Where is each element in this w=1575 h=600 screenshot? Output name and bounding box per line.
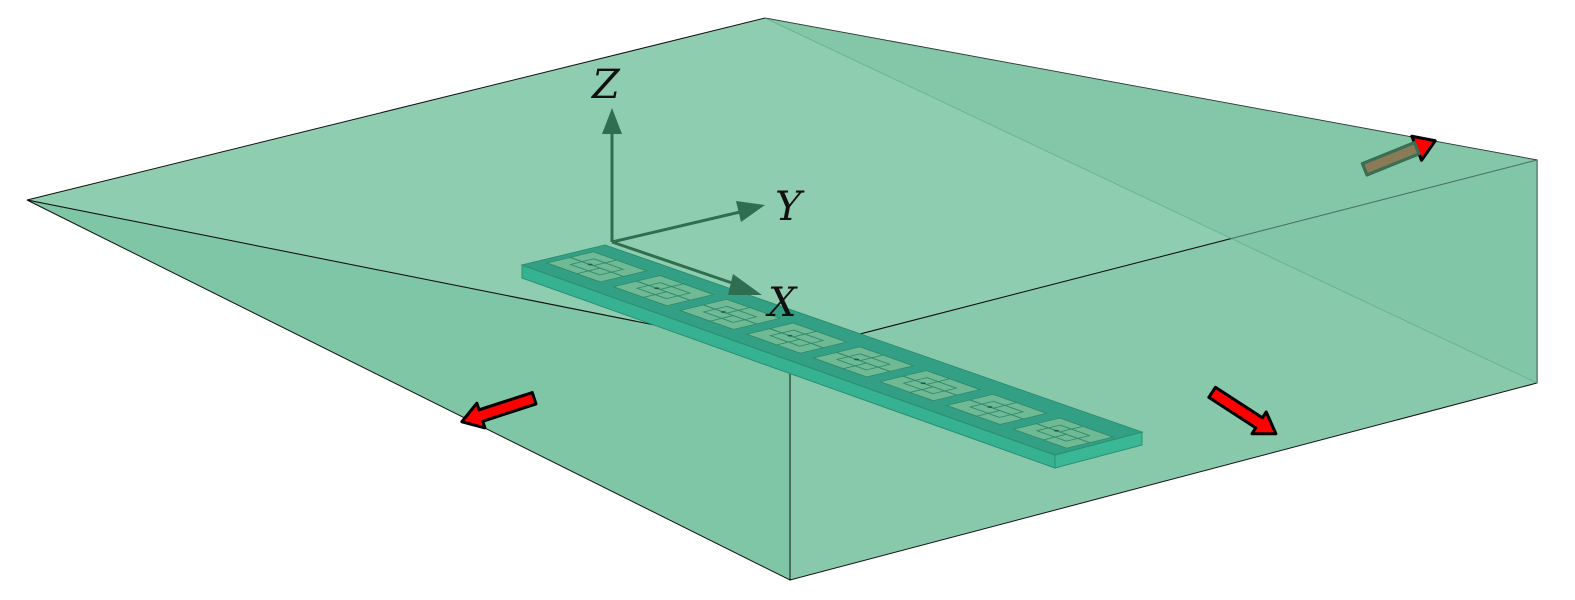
feed-point bbox=[654, 287, 660, 290]
patch-element bbox=[878, 370, 982, 402]
patch-segment bbox=[968, 400, 1025, 418]
patch-segment bbox=[768, 329, 825, 347]
coordinate-axes: Z Y X bbox=[590, 62, 805, 326]
patch-element bbox=[1011, 417, 1115, 449]
radiation-box bbox=[26, 17, 1538, 581]
feed-point bbox=[920, 382, 926, 385]
patch-element bbox=[678, 298, 782, 330]
patch-segment bbox=[1035, 424, 1091, 442]
patch-segment bbox=[835, 353, 892, 371]
patch-element bbox=[745, 322, 849, 354]
y-axis-line bbox=[611, 210, 741, 244]
feed-point bbox=[787, 334, 793, 337]
patch-element bbox=[545, 251, 649, 283]
x-axis-line bbox=[611, 240, 739, 287]
feed-point bbox=[853, 358, 860, 361]
port-arrow-right bbox=[1207, 385, 1278, 436]
port-arrow-back bbox=[1360, 134, 1437, 177]
port-arrow-left bbox=[460, 391, 538, 430]
y-axis-arrowhead bbox=[736, 201, 765, 222]
feed-point bbox=[587, 263, 593, 266]
box-hidden-edge bbox=[764, 17, 1538, 384]
z-axis-label: Z bbox=[590, 62, 621, 108]
patch-segment bbox=[902, 377, 958, 395]
patch-segment bbox=[702, 305, 758, 323]
patch-segment bbox=[635, 282, 692, 300]
patch-element bbox=[612, 275, 715, 307]
feed-point bbox=[720, 311, 727, 313]
x-axis-arrowhead bbox=[728, 274, 762, 295]
y-axis-label: Y bbox=[775, 184, 805, 230]
patch-segment bbox=[569, 258, 625, 276]
patch-element bbox=[945, 393, 1048, 425]
z-axis-arrowhead bbox=[602, 108, 622, 134]
feed-point bbox=[987, 406, 993, 408]
patch-elements bbox=[545, 251, 1115, 449]
feed-point bbox=[1053, 429, 1060, 432]
antenna-array-board bbox=[520, 244, 1144, 469]
patch-element bbox=[811, 346, 915, 378]
x-axis-label: X bbox=[765, 280, 798, 326]
